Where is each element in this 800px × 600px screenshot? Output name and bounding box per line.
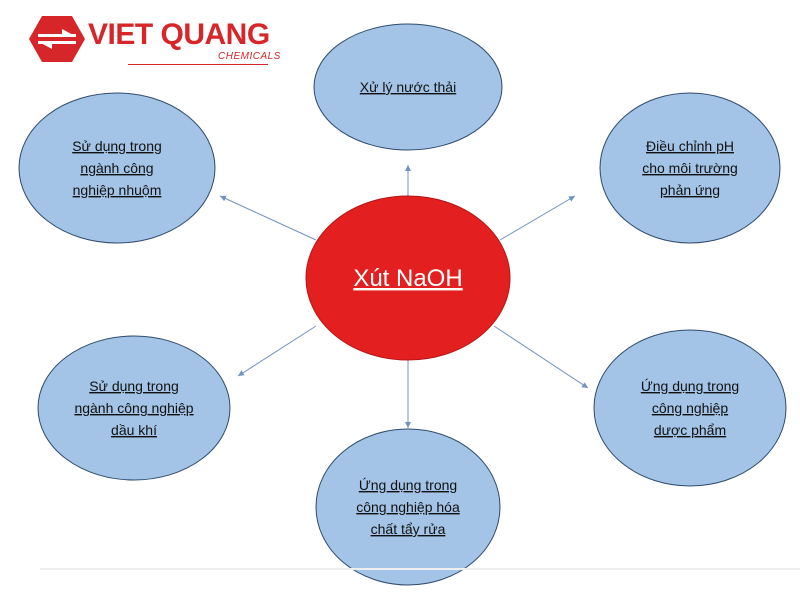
node-label-line: Sử dụng trong [89, 378, 179, 394]
node-label-line: Sử dụng trong [72, 138, 162, 154]
node-label-line: Xử lý nước thải [360, 79, 456, 95]
center-ellipse [305, 195, 511, 361]
connector-lower-right [493, 325, 589, 389]
node-label-line: nghiệp nhuộm [73, 182, 162, 198]
node-label-line: Ứng dụng trong [641, 378, 739, 394]
node-ellipse [599, 92, 781, 244]
logo-subtitle: CHEMICALS [218, 51, 281, 62]
node-top: Xử lý nước thải [313, 23, 503, 151]
node-label-line: phản ứng [660, 182, 720, 198]
logo: VIET QUANG CHEMICALS [28, 14, 280, 74]
connector-upper-right [499, 195, 576, 241]
node-label-line: công nghiệp hóa [356, 499, 460, 515]
node-label-line: ngành công nghiệp [74, 400, 193, 416]
node-ellipse [37, 335, 231, 481]
connector-lower-left [237, 325, 317, 377]
node-ellipse [313, 23, 503, 151]
node-upper-right: Điều chỉnh pH cho môi trường phản ứng [599, 92, 781, 244]
logo-hexagon-icon [29, 16, 85, 62]
connectors [219, 165, 589, 428]
center-node: Xút NaOH [305, 195, 511, 361]
connector-upper-left [219, 195, 317, 241]
nodes: Xử lý nước thải Sử dụng trong ngành công ng… [18, 23, 787, 586]
node-lower-left: Sử dụng trong ngành công nghiệp dầu khí [37, 335, 231, 481]
node-ellipse [593, 329, 787, 487]
node-label-line: chất tẩy rửa [371, 521, 446, 537]
node-label-line: ngành công [80, 160, 153, 176]
node-label-line: công nghiệp [652, 400, 729, 416]
node-lower-right: Ứng dụng trong công nghiệp dược phẩm [593, 329, 787, 487]
node-upper-left: Sử dụng trong ngành công nghiệp nhuộm [18, 92, 216, 244]
node-label-line: cho môi trường [642, 160, 738, 176]
node-bottom: Ứng dụng trong công nghiệp hóa chất tẩy rử… [315, 428, 501, 586]
node-label-line: Ứng dụng trong [359, 477, 457, 493]
node-label-line: dầu khí [111, 422, 157, 438]
divider [40, 568, 800, 570]
node-ellipse [18, 92, 216, 244]
center-label: Xút NaOH [353, 265, 462, 292]
node-label-line: dược phẩm [654, 422, 726, 438]
logo-underline [128, 64, 268, 65]
node-label-line: Điều chỉnh pH [646, 138, 734, 154]
node-ellipse [315, 428, 501, 586]
logo-name: VIET QUANG [88, 18, 270, 51]
